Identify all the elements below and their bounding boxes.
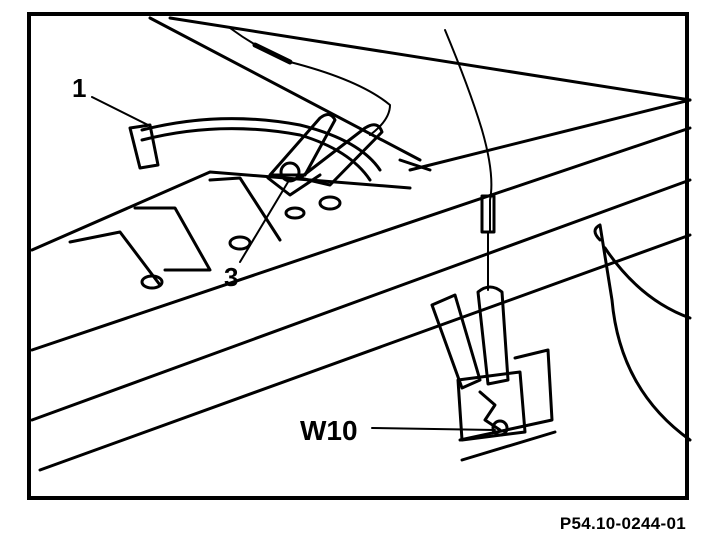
figure-reference-code: P54.10-0244-01 <box>559 514 686 533</box>
drawing-lines <box>30 16 692 472</box>
callout-label-3: 3 <box>224 262 238 292</box>
callout-label-1: 1 <box>72 73 86 103</box>
figure-frame <box>27 12 689 500</box>
callout-label-w10: W10 <box>300 415 358 446</box>
